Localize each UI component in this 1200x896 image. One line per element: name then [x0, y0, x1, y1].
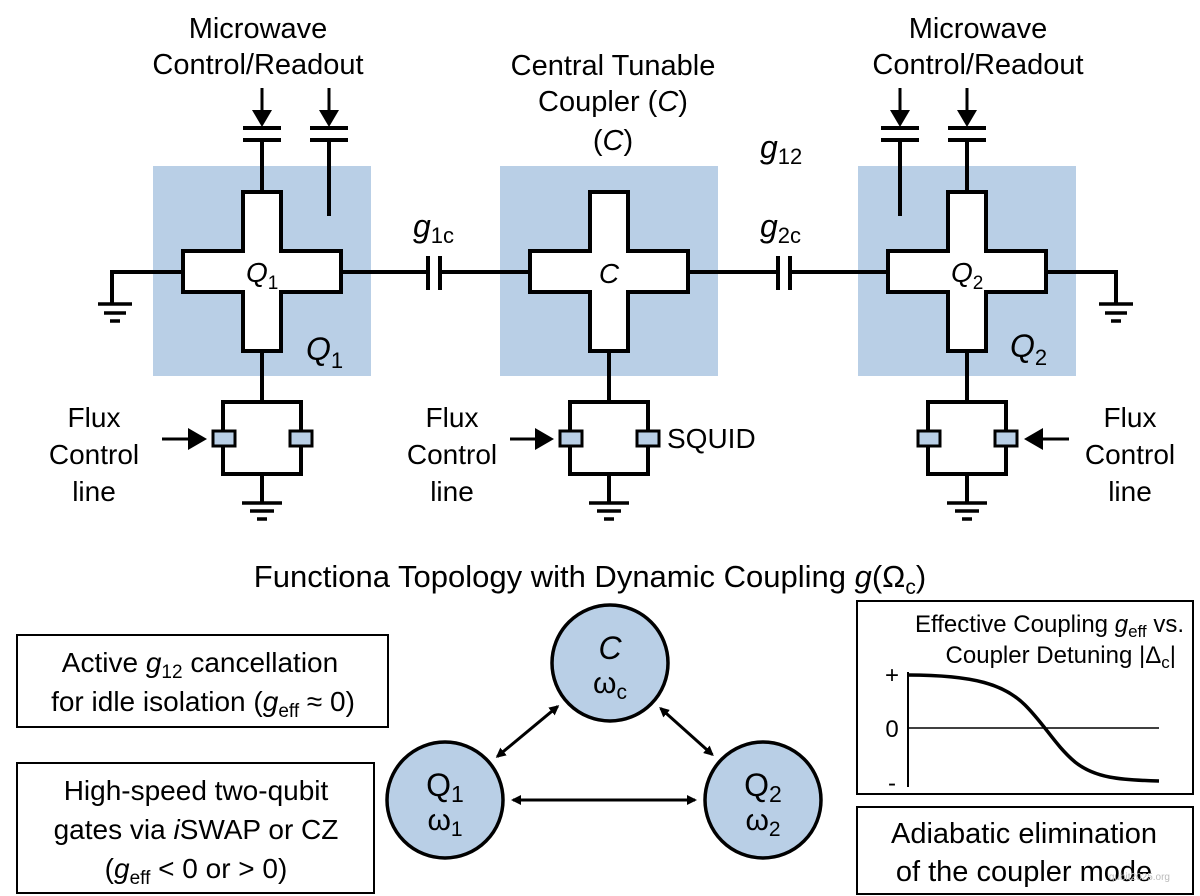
node-circle — [550, 603, 670, 723]
adiabatic-elimination-box: Adiabatic elimination of the coupler mod… — [856, 806, 1194, 895]
inset-ytick-zero: 0 — [885, 716, 898, 743]
two-qubit-gates-box: High-speed two-qubit gates via iSWAP or … — [16, 762, 375, 894]
q2-squid — [916, 351, 1019, 521]
graph-edges — [495, 705, 714, 805]
q1-flux-label-line1: Flux — [68, 402, 121, 433]
q2-cross-label: Q2 — [951, 257, 983, 294]
coupler-squid — [558, 351, 661, 521]
node-frequency: ω1 — [427, 804, 462, 841]
idle-isolation-box: Active g12 cancellation for idle isolati… — [16, 634, 389, 728]
q2-microwave-label-line2: Control/Readout — [872, 49, 1083, 81]
josephson-junction-icon — [635, 429, 661, 448]
node-circle — [385, 740, 505, 860]
q1-region-label: Q1 — [306, 331, 343, 373]
josephson-junction-icon — [993, 429, 1019, 448]
q2-flux-label-line2: Control — [1085, 439, 1175, 470]
watermark: qubit2025.org — [1109, 872, 1170, 883]
squid-label: SQUID — [667, 423, 756, 454]
q2-microwave-label-line1: Microwave — [909, 13, 1048, 45]
node-frequency: ωc — [593, 667, 627, 704]
inset-title-line1: Effective Coupling geff vs. — [915, 611, 1184, 641]
coupling-arrow-c-q1 — [495, 705, 560, 758]
q2-flux-label-line1: Flux — [1104, 402, 1157, 433]
inset-curve — [907, 673, 1160, 783]
coupler-title-line2: Coupler (C) — [538, 86, 688, 118]
inset-ytick-minus: - — [888, 770, 896, 797]
q1-flux-label-line3: line — [72, 476, 116, 507]
coupler-flux-label-line3: line — [430, 476, 474, 507]
arrow-left-icon — [1024, 428, 1043, 450]
q1-microwave-label-line2: Control/Readout — [152, 49, 363, 81]
node-label: C — [598, 630, 622, 666]
josephson-junction-icon — [288, 429, 314, 448]
q1-cross-capacitor — [181, 190, 343, 353]
gates-line3: (geff < 0 or > 0) — [105, 853, 288, 889]
coupler-title-line1: Central Tunable — [511, 50, 716, 82]
coupling-arrow-c-q2 — [659, 707, 714, 756]
q1-squid — [211, 351, 314, 521]
arrow-right-icon — [535, 428, 554, 450]
q2-cross-capacitor — [886, 190, 1048, 353]
coupler-flux-arrow — [510, 428, 554, 450]
adiabatic-line2: of the coupler mode — [896, 856, 1152, 888]
q1-flux-arrow — [162, 428, 207, 450]
coupler-title-line3: (C) — [593, 125, 633, 157]
coupler-flux-label-line2: Control — [407, 439, 497, 470]
section-title: Functiona Topology with Dynamic Coupling… — [254, 559, 926, 599]
arrow-down-icon — [319, 110, 339, 127]
q2-flux-arrow — [1024, 428, 1069, 450]
arrow-down-icon — [890, 110, 910, 127]
idle-isolation-line2: for idle isolation (geff ≈ 0) — [51, 686, 355, 722]
q1-microwave-label-line1: Microwave — [189, 13, 328, 45]
g1c-label: g1c — [413, 208, 454, 248]
ground-icon — [1046, 270, 1133, 323]
node-c: Cωc — [550, 603, 670, 723]
g2c-label: g2c — [760, 208, 801, 248]
q1-microwave-inputs — [243, 88, 348, 216]
q2-region-label: Q2 — [1010, 328, 1047, 370]
gates-line2: gates via iSWAP or CZ — [54, 814, 339, 845]
inset-title-line2: Coupler Detuning |Δc| — [946, 642, 1176, 672]
coupler-flux-label-line1: Flux — [426, 402, 479, 433]
inset-ytick-plus: + — [885, 662, 899, 689]
q2-flux-label-line3: line — [1108, 476, 1152, 507]
coupling-vs-detuning-inset: Effective Coupling geff vs. Coupler Detu… — [856, 600, 1194, 797]
coupler-cross-capacitor — [528, 190, 690, 353]
ground-icon — [98, 270, 183, 323]
node-frequency: ω2 — [745, 804, 780, 841]
arrow-down-icon — [957, 110, 977, 127]
coupler-cross-label: C — [599, 258, 620, 289]
adiabatic-line1: Adiabatic elimination — [891, 818, 1157, 850]
gates-line1: High-speed two-qubit — [64, 775, 329, 806]
arrow-down-icon — [252, 110, 272, 127]
node-label: Q2 — [744, 767, 782, 807]
josephson-junction-icon — [916, 429, 942, 448]
q1-flux-label-line2: Control — [49, 439, 139, 470]
josephson-junction-icon — [211, 429, 237, 448]
idle-isolation-line1: Active g12 cancellation — [62, 647, 338, 683]
josephson-junction-icon — [558, 429, 584, 448]
q2-microwave-inputs — [881, 88, 986, 216]
q1-cross-label: Q1 — [246, 257, 278, 294]
arrow-right-icon — [188, 428, 207, 450]
g12-label: g12 — [760, 129, 802, 169]
node-circle — [703, 740, 823, 860]
node-label: Q1 — [426, 767, 464, 807]
